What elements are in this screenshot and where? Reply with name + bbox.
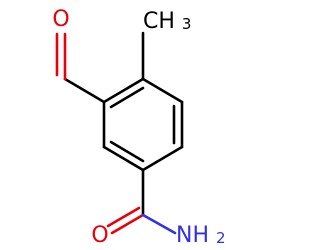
- amide-nitrogen-label: NH 2: [176, 217, 226, 248]
- amide-nitrogen-label-subscript: 2: [216, 229, 226, 247]
- methyl-label-subscript: 3: [182, 15, 192, 33]
- benzene-ring: [102, 77, 184, 172]
- ring-bond-top-left-inner: [109, 86, 145, 109]
- ring-bond-bottom-left: [102, 145, 145, 172]
- ring-bond-top-left: [102, 77, 145, 104]
- chemical-structure: O CH 3 O NH 2: [52, 3, 226, 248]
- methyl-label: CH 3: [143, 3, 191, 34]
- ring-bond-bottom-left-inner: [109, 140, 145, 163]
- amide-cn-bond: [141, 213, 177, 235]
- methyl-label-main: CH: [143, 9, 175, 34]
- amide-nitrogen-label-main: NH: [176, 223, 209, 248]
- ring-bond-bottom-right: [141, 145, 184, 172]
- amide-carbonyl-bond-b: [106, 206, 141, 228]
- aldehyde-oxygen-label: O: [52, 7, 69, 32]
- aldehyde-carbon-bond: [63, 77, 106, 104]
- ring-bond-top-right: [141, 77, 184, 104]
- amide-oxygen-label: O: [91, 223, 108, 248]
- amide-carbonyl-bond-a: [110, 213, 145, 235]
